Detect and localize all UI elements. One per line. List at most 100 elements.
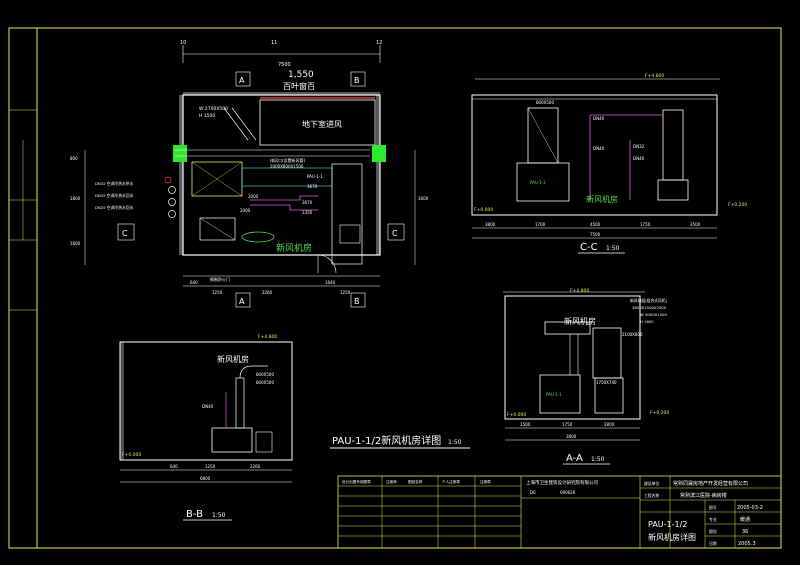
plan-room-label: 新风机房 xyxy=(276,242,312,254)
grid-tick-12: 12 xyxy=(376,40,382,46)
aa-room-label: 新风机房 xyxy=(564,316,596,326)
plan-top-dim: 7500 xyxy=(278,62,291,68)
cc-title: C-C xyxy=(580,242,598,253)
tb-cell-discipline: 专业 xyxy=(709,517,717,522)
cc-elev-floor: F+0.000 xyxy=(474,207,493,213)
plan-bottom-dim-4: 1640 xyxy=(325,280,336,285)
bb-total-dim: 6800 xyxy=(200,476,211,481)
aa-dim-3: 2800 xyxy=(604,422,615,427)
title-block: 设计出图专用图章 注册师 图纸名称 个人注册章 注册章 上海市卫生建筑设计研究院… xyxy=(337,475,782,549)
plan-shaft-label: 地下室进风 xyxy=(302,119,342,129)
plan-unit-tag-1: PAU-1-1 xyxy=(307,174,323,179)
plan-left-dim-1: 800 xyxy=(70,156,78,161)
bb-dim-3: 2260 xyxy=(250,464,261,469)
plan-note-left-1: DN32 空调冷热水供水 xyxy=(95,181,134,186)
aa-total-dim: 3800 xyxy=(566,434,577,439)
bb-dim-1: 640 xyxy=(170,464,178,469)
aa-title: A-A xyxy=(566,453,583,464)
tb-cell-drawing-no: 图号 xyxy=(709,505,717,510)
tb-cell-date: 日期 xyxy=(709,541,717,546)
tb-stamp-label-4: 个人注册章 xyxy=(442,479,460,484)
plan-top-note-2: 2000X800X1500 xyxy=(270,164,304,169)
plan-left-dim-3: 1600 xyxy=(70,241,81,246)
aa-scale: 1:50 xyxy=(591,456,605,463)
bb-elev-top: F+4.800 xyxy=(258,334,277,340)
section-marker-a-bottom: A xyxy=(239,297,245,306)
aa-unit-label: PAU-1-1 xyxy=(546,392,562,397)
aa-elev-right: F+0.200 xyxy=(650,410,669,416)
cc-unit-label: PAU-1-2 xyxy=(530,180,546,185)
plan-bottom-note: 钢制防火门 xyxy=(210,276,230,282)
cc-duct-4: DN32 xyxy=(633,144,645,149)
tb-drawing-name-2: 新风机房详图 xyxy=(648,532,696,542)
tb-cell-sheet: 图别 xyxy=(709,529,717,534)
tb-design-company: 上海市卫生建筑设计研究院有限公司 xyxy=(526,479,598,486)
section-marker-c-right: C xyxy=(392,229,398,238)
main-title-text: PAU-1-1/2新风机房详图 xyxy=(332,434,441,447)
section-aa: F+4.800 F+0.000 F+0.200 PAU-1-1 新风机房 新风机… xyxy=(503,288,669,465)
tb-project: 常熟滨江医院-病房楼 xyxy=(680,492,727,499)
plan-left-dim-2: 1800 xyxy=(70,196,81,201)
plan-note-left-3: DN25 空调冷热水回水 xyxy=(95,205,134,210)
grid-tick-10: 10 xyxy=(180,40,186,46)
plan-bottom-dim-2: 1250 xyxy=(212,290,223,295)
aa-note-1: 新风机组(组合式风柜) xyxy=(630,298,668,303)
tb-stamp-label-2: 注册师 xyxy=(386,479,397,484)
bb-tag-2: 800X500 xyxy=(256,380,274,385)
cc-dim-5: 3500 xyxy=(690,222,701,227)
plan-bottom-dim-1: 640 xyxy=(190,280,198,285)
tb-stamp-label-3: 图纸名称 xyxy=(408,479,423,484)
plan-shutter-label: 百叶窗百 xyxy=(283,81,315,91)
section-bb: F+4.800 F+0.000 新风机房 800X500 800X500 DN4… xyxy=(119,334,293,521)
aa-note-3: W 3000X1500 xyxy=(640,312,667,317)
plan-top-note-1: 排风口(设置新风管) xyxy=(270,157,306,163)
cc-duct-2: DN40 xyxy=(593,116,605,121)
bb-title: B-B xyxy=(186,509,203,520)
tb-client: 常熟同晟房地产开发经营有限公司 xyxy=(673,480,748,487)
aa-dim-1: 1500 xyxy=(520,422,531,427)
aa-dim-2: 1750 xyxy=(562,422,573,427)
cc-dim-1: 3800 xyxy=(485,222,496,227)
section-marker-b-top: B xyxy=(354,76,360,85)
tb-cell-project: 工程名称 xyxy=(644,493,659,498)
cc-elev-top: F+4.800 xyxy=(645,73,664,79)
main-title: PAU-1-1/2新风机房详图 1:50 xyxy=(330,434,470,449)
cc-elev-right: F+0.200 xyxy=(728,202,747,208)
section-marker-b-bottom: B xyxy=(354,297,360,306)
tb-stamp-label-1: 设计出图专用图章 xyxy=(342,479,371,484)
grid-tick-11: 11 xyxy=(271,40,277,46)
cc-total-dim: 7500 xyxy=(590,232,601,237)
tb-drawing-name-1: PAU-1-1/2 xyxy=(648,520,687,529)
cc-duct-5: DN40 xyxy=(633,156,645,161)
tb-discipline: 暖通 xyxy=(740,516,750,523)
bb-dim-2: 1250 xyxy=(205,464,216,469)
plan-unit-tag-4: 1350 xyxy=(302,210,313,215)
cc-room-label: 新风机房 xyxy=(586,194,618,204)
tb-drawing-no: 2005-03-2 xyxy=(737,505,763,511)
aa-label-2: 1750X740 xyxy=(596,380,617,385)
section-marker-c-left: C xyxy=(122,229,128,238)
plan-unit-tag-3: 3670 xyxy=(302,200,313,205)
plan-unit-tag-2: 3670 xyxy=(307,184,318,189)
aa-note-4: H 1800 xyxy=(640,319,654,324)
tb-stamp-label-5: 注册章 xyxy=(480,479,491,484)
cc-scale: 1:50 xyxy=(606,245,620,252)
plan-inner-dim-2: 2000 xyxy=(240,208,251,213)
plan-left-tag-1: W 2700X500 xyxy=(199,106,228,112)
plan-right-dim: 1600 xyxy=(418,196,429,201)
bb-tag-1: 800X500 xyxy=(256,372,274,377)
aa-elev-top: F+4.800 xyxy=(570,288,589,294)
cc-dim-2: 1700 xyxy=(535,222,546,227)
floor-plan: 7500 10 11 12 地下室进风 1,550 百叶窗百 A B C C A… xyxy=(70,40,429,308)
cc-dim-3: 4500 xyxy=(590,222,601,227)
plan-left-tag-2: H 1500 xyxy=(199,113,215,119)
bb-room-label: 新风机房 xyxy=(217,354,249,364)
plan-shutter-dim: 1,550 xyxy=(288,70,314,80)
tb-cell-client: 建设单位 xyxy=(644,481,659,486)
plan-inner-dim-1: 2000 xyxy=(248,194,259,199)
plan-bottom-dim-5: 1250 xyxy=(340,290,351,295)
bb-scale: 1:50 xyxy=(212,512,226,519)
aa-note-2: 2800X1500X2000 xyxy=(632,305,667,310)
tb-code-1: D6 xyxy=(530,490,536,495)
